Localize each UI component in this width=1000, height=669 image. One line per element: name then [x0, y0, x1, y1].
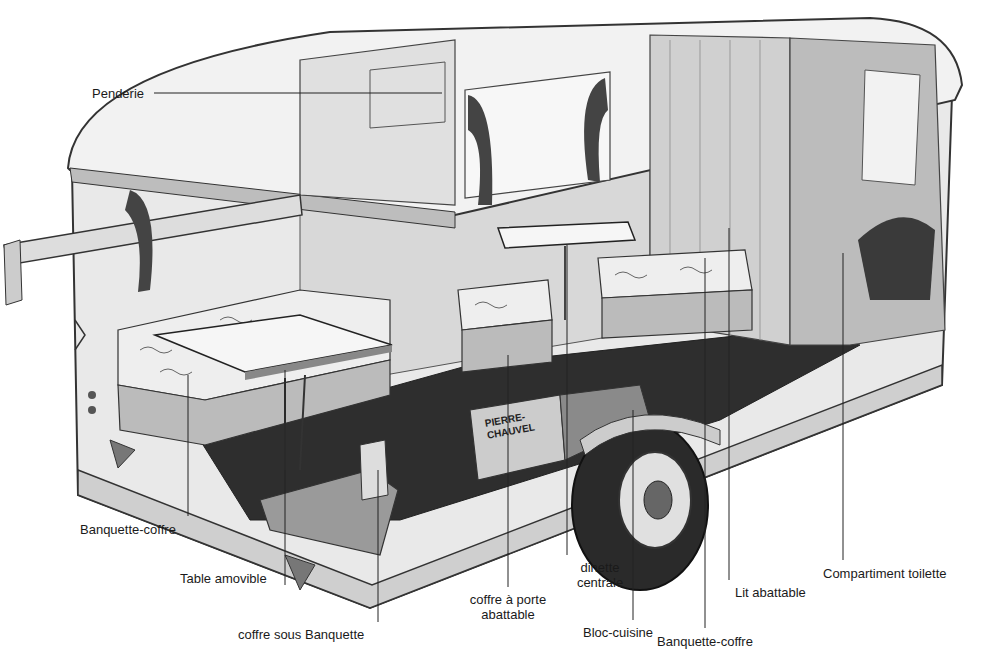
- wheel-hub: [644, 481, 672, 519]
- cut-wall: [858, 217, 935, 300]
- part-label: Compartiment toilette: [823, 566, 947, 581]
- leader-line: [508, 355, 509, 587]
- part-label: Penderie: [92, 86, 144, 101]
- front-window-frame: [4, 195, 302, 265]
- leader-line: [729, 228, 730, 580]
- curtain: [125, 190, 153, 292]
- table-leg: [285, 375, 305, 470]
- table-leg: [564, 246, 566, 320]
- cushion-pattern: [475, 267, 712, 308]
- front-window-frame: [4, 240, 22, 305]
- toilet-compartment: [790, 38, 945, 345]
- lamp: [88, 391, 96, 399]
- curtain: [584, 78, 608, 182]
- leader-line: [285, 370, 286, 585]
- leader-line: [705, 258, 706, 628]
- wardrobe-door: [370, 62, 445, 128]
- maker-lettering: PIERRE- CHAUVEL: [484, 407, 549, 441]
- kitchen-block: [470, 395, 565, 480]
- part-label: coffre à porte abattable: [458, 592, 558, 622]
- dinette-chest: [462, 320, 552, 372]
- dinette-table: [498, 222, 635, 248]
- leader-line: [843, 253, 844, 560]
- wheel-rim: [619, 452, 691, 548]
- table-edge: [245, 345, 392, 380]
- part-label: Bloc-cuisine: [583, 625, 653, 640]
- hinge: [75, 320, 85, 350]
- leader-line: [154, 93, 442, 94]
- leader-line: [378, 470, 379, 622]
- removable-table: [155, 315, 392, 372]
- reflector: [285, 555, 315, 590]
- lamp: [88, 406, 96, 414]
- leader-line: [567, 245, 568, 555]
- reflector: [110, 440, 135, 468]
- leader-line: [188, 375, 189, 516]
- leader-line: [633, 410, 634, 620]
- part-label: Banquette-coffre: [645, 634, 765, 649]
- part-label: Lit abattable: [735, 585, 806, 600]
- wheel-arch: [580, 415, 720, 455]
- part-label: dinette centrale: [571, 560, 629, 590]
- leader-lines: [154, 93, 843, 628]
- part-label: Banquette-coffre: [80, 522, 176, 537]
- part-label: Table amovible: [180, 571, 267, 586]
- curtain: [468, 95, 492, 205]
- wardrobe: [300, 40, 455, 205]
- part-label: coffre sous Banquette: [238, 627, 364, 642]
- chest-hinge: [360, 440, 388, 500]
- toilet-window: [862, 70, 920, 185]
